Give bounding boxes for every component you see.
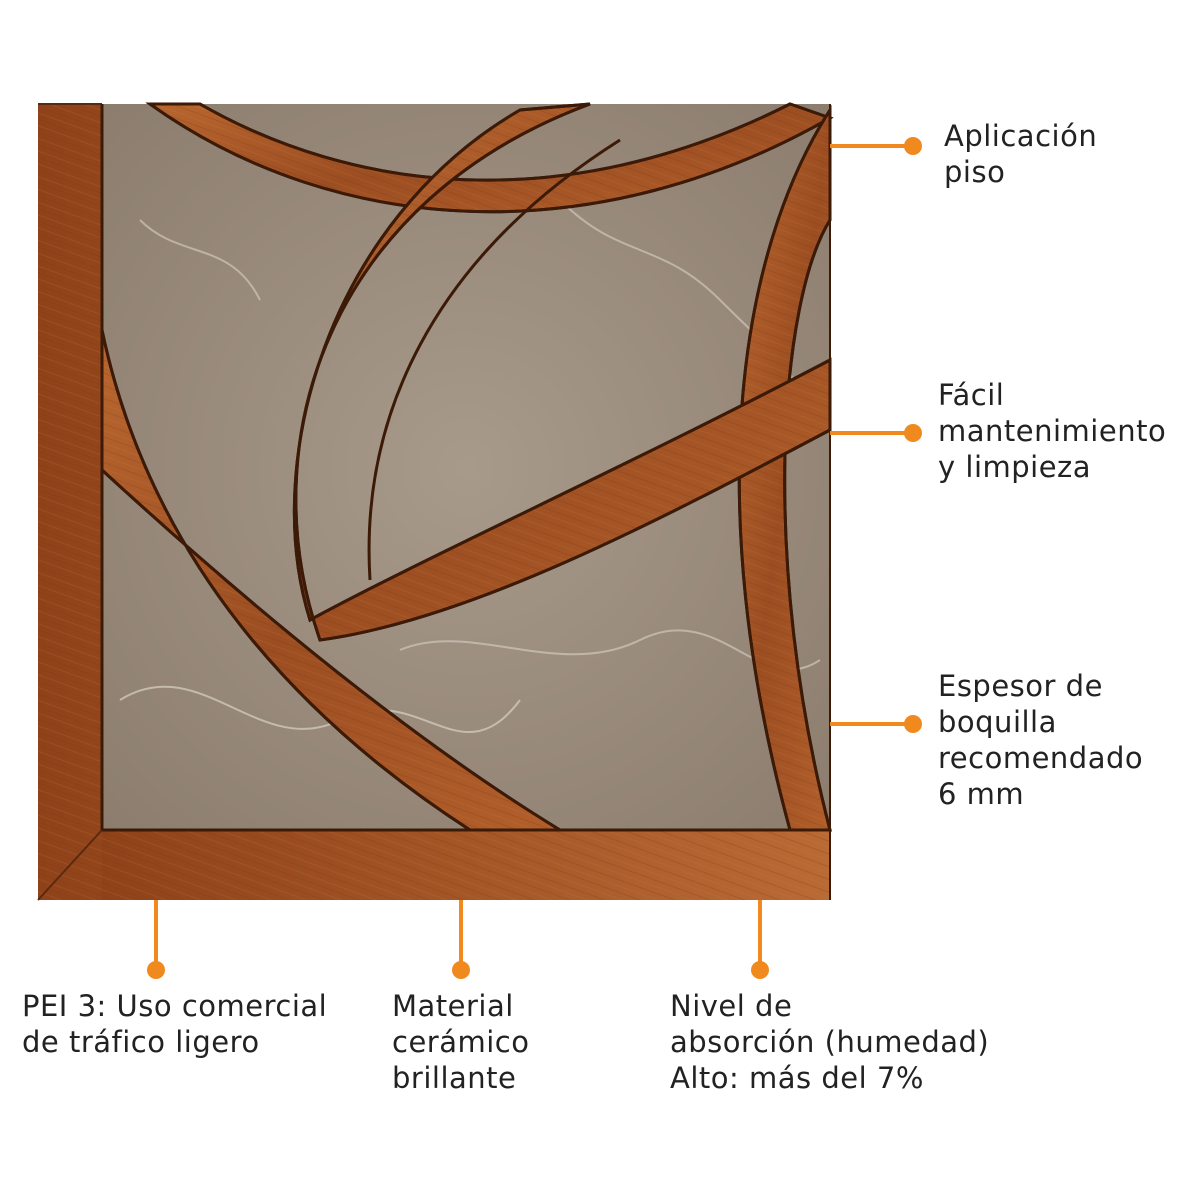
label-line: y limpieza	[938, 450, 1092, 484]
label-line: de tráfico ligero	[22, 1025, 260, 1059]
callout-line-mantenimiento	[830, 431, 912, 435]
label-aplicacion-piso: Aplicación piso	[944, 118, 1097, 190]
label-line: recomendado	[938, 741, 1144, 775]
label-line: Fácil	[938, 378, 1005, 412]
label-line: cerámico	[392, 1025, 530, 1059]
label-material: Material cerámico brillante	[392, 988, 529, 1096]
label-line: boquilla	[938, 705, 1057, 739]
callout-line-pei	[154, 900, 158, 964]
label-absorcion: Nivel de absorción (humedad) Alto: más d…	[670, 988, 989, 1096]
tile-bottom-border	[100, 104, 831, 900]
label-line: Nivel de	[670, 989, 793, 1023]
callout-line-boquilla	[830, 722, 912, 726]
callout-dot-absorcion	[751, 961, 769, 979]
label-line: Alto: más del 7%	[670, 1061, 924, 1095]
callout-dot-boquilla	[904, 715, 922, 733]
callout-dot-mantenimiento	[904, 424, 922, 442]
label-line: 6 mm	[938, 777, 1025, 811]
callout-line-aplicacion	[830, 144, 912, 148]
callout-dot-material	[452, 961, 470, 979]
label-facil-mantenimiento: Fácil mantenimiento y limpieza	[938, 377, 1166, 485]
label-line: mantenimiento	[938, 414, 1167, 448]
label-pei: PEI 3: Uso comercial de tráfico ligero	[22, 988, 327, 1060]
label-line: PEI 3: Uso comercial	[22, 989, 328, 1023]
callout-dot-aplicacion	[904, 137, 922, 155]
label-line: Material	[392, 989, 514, 1023]
callout-line-material	[459, 900, 463, 964]
callout-dot-pei	[147, 961, 165, 979]
label-line: Espesor de	[938, 669, 1103, 703]
label-line: absorción (humedad)	[670, 1025, 990, 1059]
label-line: Aplicación	[944, 119, 1098, 153]
callout-line-absorcion	[758, 900, 762, 964]
label-espesor-boquilla: Espesor de boquilla recomendado 6 mm	[938, 668, 1143, 812]
label-line: piso	[944, 155, 1006, 189]
label-line: brillante	[392, 1061, 517, 1095]
